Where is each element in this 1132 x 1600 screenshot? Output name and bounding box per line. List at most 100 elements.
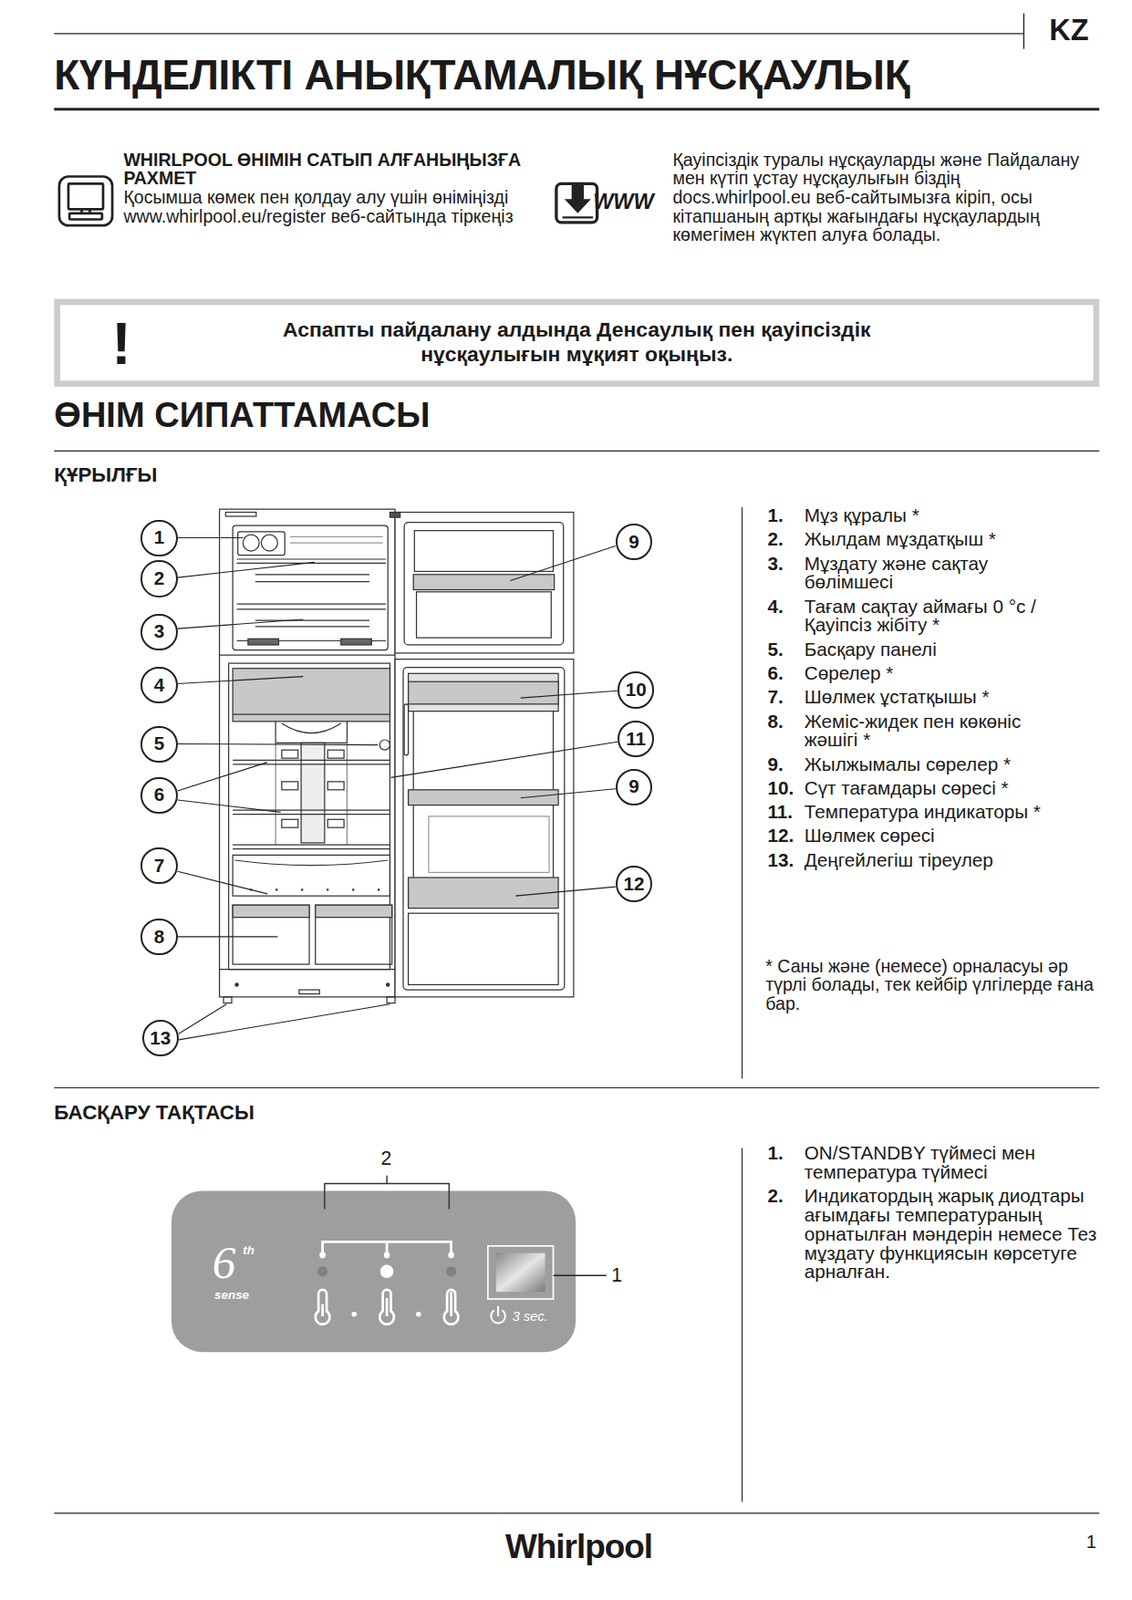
item-number: 7. <box>768 687 805 707</box>
page-title: КҮНДЕЛІКТІ АНЫҚТАМАЛЫҚ НҰСҚАУЛЫҚ <box>53 52 910 98</box>
callout-circle: 5 <box>140 726 177 763</box>
language-code: KZ <box>1048 14 1089 48</box>
warning-band: ! Аспапты пайдалану алдында Денсаулық пен… <box>57 301 1097 385</box>
item-number: 5. <box>768 640 805 660</box>
item-number: 10. <box>768 778 805 799</box>
callout-circle: 9 <box>615 523 653 561</box>
item-number: 2. <box>768 1186 805 1282</box>
list-item: 2.Индикатордың жарық диодтары ағымдағы т… <box>768 1186 1101 1282</box>
item-text: ON/STANDBY түймесі мен температура түйме… <box>804 1143 1101 1182</box>
item-text: Тағам сақтау аймағы 0 °с / Қауіпсіз жібі… <box>804 597 1070 635</box>
callout-number: 11 <box>619 729 653 749</box>
item-text: Сөрелер * <box>804 664 1070 684</box>
list-item: 5.Басқару панелі <box>768 640 1070 660</box>
brand-logo: Whirlpool <box>505 1527 649 1568</box>
docs-text: Қауіпсіздік туралы нұсқауларды және Пайд… <box>672 150 1081 246</box>
item-number: 2. <box>768 529 805 550</box>
rules <box>53 13 1100 1514</box>
subsection-heading: БАСҚАРУ ТАҚТАСЫ <box>53 1100 255 1125</box>
controls-list: 1.ON/STANDBY түймесі мен температура түй… <box>768 1143 1101 1287</box>
list-item: 13.Деңгейлегіш тіреулер <box>768 851 1070 871</box>
list-item: 8.Жеміс-жидек пен көкөніс жәшігі * <box>768 712 1070 750</box>
warning-band <box>57 301 1097 384</box>
page-number: 1 <box>1086 1531 1097 1552</box>
list-item: 1.Мұз құралы * <box>768 506 1070 526</box>
leader-lines <box>177 538 618 1040</box>
item-text: Мұздату және сақтау бөлімшесі <box>804 554 1070 592</box>
callout-circle: 8 <box>140 918 177 956</box>
callout-circle: 12 <box>615 865 653 903</box>
callout-circle: 13 <box>142 1019 179 1057</box>
callout-number: 2 <box>380 1147 392 1171</box>
callout-circle: 1 <box>140 519 177 557</box>
item-number: 11. <box>768 802 805 822</box>
callout-number: 6 <box>142 785 176 805</box>
item-text: Жеміс-жидек пен көкөніс жәшігі * <box>804 712 1070 750</box>
list-item: 6.Сөрелер * <box>768 664 1070 684</box>
callout-number: 1 <box>142 528 176 548</box>
item-text: Шөлмек сөресі <box>804 826 1070 846</box>
logo-suffix: th <box>242 1244 255 1258</box>
www-mark: WWW <box>592 189 655 215</box>
item-text: Шөлмек ұстатқышы * <box>804 687 1070 707</box>
callout-circle: 3 <box>140 613 177 651</box>
callout-number: 10 <box>619 680 653 700</box>
parts-list: 1.Мұз құралы * 2.Жылдам мұздатқыш * 3.Мұзд… <box>768 506 1070 875</box>
item-text: Жылжымалы сөрелер * <box>804 755 1070 775</box>
item-number: 12. <box>768 826 805 846</box>
callout-number: 9 <box>617 532 651 552</box>
download-icon <box>556 183 598 223</box>
list-item: 12.Шөлмек сөресі <box>768 826 1070 846</box>
callout-number: 9 <box>617 777 651 797</box>
register-icon <box>59 176 113 227</box>
logo-word: sense <box>214 1288 250 1303</box>
logo-numeral: 6 <box>212 1237 237 1288</box>
section-heading: ӨНІМ СИПАТТАМАСЫ <box>53 395 430 436</box>
callout-circle: 9 <box>615 768 653 806</box>
item-text: Жылдам мұздатқыш * <box>804 529 1070 550</box>
register-text: Қосымша көмек пен қолдау алу үшін өнімің… <box>123 187 527 226</box>
item-number: 1. <box>768 1143 805 1182</box>
item-text: Индикатордың жарық диодтары ағымдағы тем… <box>804 1186 1101 1282</box>
item-number: 3. <box>768 554 805 592</box>
item-number: 8. <box>768 712 805 750</box>
item-number: 1. <box>768 506 805 526</box>
callout-number: 2 <box>142 569 176 589</box>
callout-number: 4 <box>142 675 176 696</box>
list-item: 2.Жылдам мұздатқыш * <box>768 529 1070 550</box>
callout-number: 12 <box>617 874 651 894</box>
warning-mark: ! <box>105 308 137 380</box>
subsection-heading: ҚҰРЫЛҒЫ <box>53 463 157 488</box>
list-item: 10.Сүт тағамдары сөресі * <box>768 778 1070 799</box>
callout-number: 3 <box>142 622 176 642</box>
item-text: Температура индикаторы * <box>804 802 1070 822</box>
control-panel-drawing <box>171 1175 607 1353</box>
callout-circle: 2 <box>140 560 177 597</box>
fridge-drawing <box>219 508 574 1003</box>
warning-text: Аспапты пайдалану алдында Денсаулық пен … <box>259 317 894 367</box>
list-item: 3.Мұздату және сақтау бөлімшесі <box>768 554 1070 592</box>
list-item: 9.Жылжымалы сөрелер * <box>768 755 1070 775</box>
list-item: 7.Шөлмек ұстатқышы * <box>768 687 1070 707</box>
list-item: 1.ON/STANDBY түймесі мен температура түй… <box>768 1143 1101 1182</box>
item-number: 6. <box>768 664 805 684</box>
footnote: * Саны және (немесе) орналасуы әр түрлі … <box>765 956 1102 1014</box>
item-number: 13. <box>768 851 805 871</box>
item-text: Деңгейлегіш тіреулер <box>804 851 1070 871</box>
callout-circle: 10 <box>617 671 655 708</box>
thanks-heading: WHIRLPOOL ӨНІМІН САТЫП АЛҒАНЫҢЫЗҒА РАХМЕ… <box>123 150 527 188</box>
item-text: Сүт тағамдары сөресі * <box>804 778 1070 799</box>
item-text: Мұз құралы * <box>804 506 1070 526</box>
control-panel: 6thsense3 sec. <box>171 1191 576 1353</box>
item-number: 9. <box>768 755 805 775</box>
callout-circle: 7 <box>140 847 177 884</box>
list-item: 4.Тағам сақтау аймағы 0 °с / Қауіпсіз жі… <box>768 597 1070 635</box>
callout-circle: 11 <box>617 720 655 758</box>
list-item: 11.Температура индикаторы * <box>768 802 1070 822</box>
callout-circle: 6 <box>140 777 177 814</box>
callout-number: 13 <box>144 1028 177 1049</box>
item-text: Басқару панелі <box>804 640 1070 660</box>
callout-circle: 4 <box>140 666 177 704</box>
